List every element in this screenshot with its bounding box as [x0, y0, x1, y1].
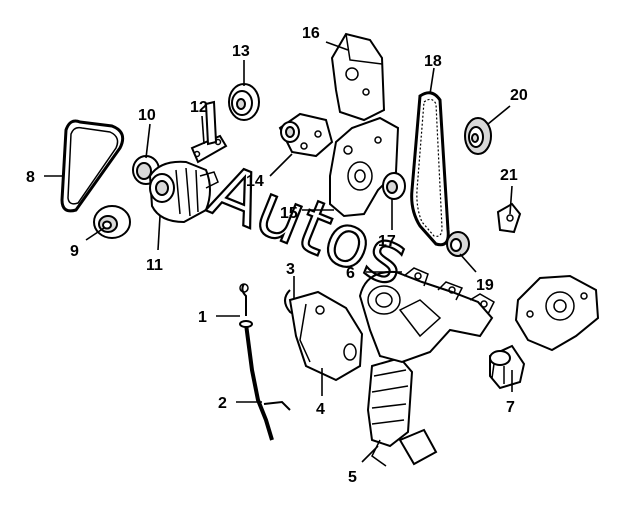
- callout-17: 17: [378, 233, 396, 250]
- oil-pump-housing: [514, 274, 600, 352]
- heat-shield: [288, 290, 364, 382]
- callout-14: 14: [246, 173, 264, 190]
- callout-7: 7: [506, 399, 515, 416]
- drive-belt: [60, 119, 125, 213]
- belt-guide: [496, 202, 522, 234]
- callout-8: 8: [26, 169, 35, 186]
- dipstick-tube: [239, 320, 291, 441]
- water-pump: [278, 112, 334, 158]
- exhaust-manifold: [358, 267, 495, 364]
- callout-4: 4: [316, 401, 325, 418]
- callout-15: 15: [280, 205, 298, 222]
- mounting-bracket: [190, 100, 228, 164]
- alternator: [148, 160, 219, 224]
- callout-20: 20: [510, 87, 528, 104]
- cam-pulley: [228, 83, 260, 121]
- callout-16: 16: [302, 25, 320, 42]
- callout-21: 21: [500, 167, 518, 184]
- timing-belt: [410, 91, 450, 247]
- upper-timing-cover: [330, 32, 386, 122]
- callout-3: 3: [286, 261, 295, 278]
- callout-11: 11: [146, 257, 163, 274]
- lower-timing-cover: [329, 116, 400, 218]
- callout-13: 13: [232, 43, 250, 60]
- callout-10: 10: [138, 107, 156, 124]
- callout-9: 9: [70, 243, 79, 260]
- callout-19: 19: [476, 277, 494, 294]
- callout-5: 5: [348, 469, 357, 486]
- idler-pulley: [93, 205, 131, 239]
- crank-sprocket: [446, 231, 470, 257]
- callout-12: 12: [190, 99, 208, 116]
- callout-labels: 1 2 3 4 5 6 7 8 9 10 11 12 13 14 15 16 1…: [26, 25, 528, 486]
- callout-2: 2: [218, 395, 227, 412]
- callout-1: 1: [198, 309, 207, 326]
- oil-dipstick: [239, 283, 249, 316]
- tensioner-pulley: [382, 172, 406, 200]
- leader-lines: [44, 41, 513, 463]
- catalytic-converter: [366, 356, 438, 467]
- oil-filter: [489, 344, 526, 390]
- cam-sprocket: [464, 117, 492, 155]
- callout-6: 6: [346, 265, 355, 282]
- callout-18: 18: [424, 53, 442, 70]
